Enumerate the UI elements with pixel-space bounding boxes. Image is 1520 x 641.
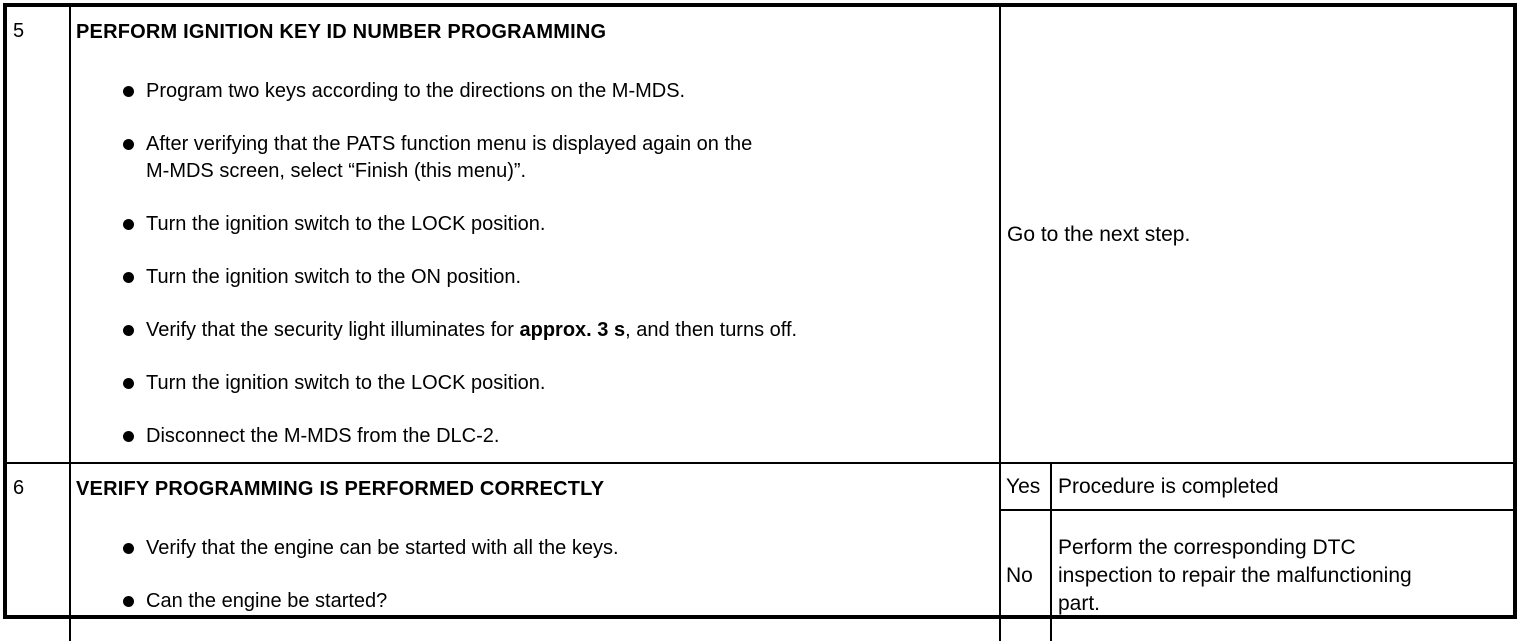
result-row-yes: Yes Procedure is completed [1001,464,1513,511]
action-title: PERFORM IGNITION KEY ID NUMBER PROGRAMMI… [76,21,607,43]
list-item: Disconnect the M-MDS from the DLC-2. [76,423,987,450]
list-item: After verifying that the PATS function m… [76,131,987,185]
bullet-icon [123,378,134,389]
troubleshooting-table: 5 PERFORM IGNITION KEY ID NUMBER PROGRAM… [3,3,1517,641]
step-number-cell: 5 [7,7,71,462]
result-cell: Go to the next step. [1001,7,1513,462]
list-item: Verify that the security light illuminat… [76,317,987,344]
bullet-icon [123,596,134,607]
bullet-text: Turn the ignition switch to the LOCK pos… [146,213,546,235]
list-item: Turn the ignition switch to the LOCK pos… [76,370,987,397]
bullet-text-post: , and then turns off. [625,319,798,341]
bullet-text: Can the engine be started? [146,590,388,612]
yes-flag-cell: Yes [1001,464,1052,509]
action-cell: PERFORM IGNITION KEY ID NUMBER PROGRAMMI… [71,7,1001,462]
action-title: VERIFY PROGRAMMING IS PERFORMED CORRECTL… [76,478,605,500]
bullet-text-bold: approx. 3 s [519,319,626,341]
step-number: 6 [13,477,25,499]
action-cell: VERIFY PROGRAMMING IS PERFORMED CORRECTL… [71,464,1001,641]
table-row-step-5: 5 PERFORM IGNITION KEY ID NUMBER PROGRAM… [7,7,1513,462]
step-number: 5 [13,20,25,42]
result-text: Go to the next step. [1007,222,1191,246]
action-bullet-list: Program two keys according to the direct… [76,78,987,450]
action-bullet-list: Verify that the engine can be started wi… [76,535,987,615]
bullet-text: Turn the ignition switch to the ON posit… [146,266,521,288]
no-flag-cell: No [1001,511,1052,641]
bullet-text: Program two keys according to the direct… [146,80,686,102]
bullet-text: After verifying that the PATS function m… [146,133,753,182]
bullet-icon [123,543,134,554]
bullet-icon [123,272,134,283]
document-page: 5 PERFORM IGNITION KEY ID NUMBER PROGRAM… [3,3,1517,641]
result-row-no: No Perform the corresponding DTC inspect… [1001,511,1513,641]
bullet-icon [123,431,134,442]
bullet-icon [123,86,134,97]
no-result-text: Perform the corresponding DTC inspection… [1058,536,1412,615]
yes-result-text: Procedure is completed [1058,474,1279,498]
list-item: Program two keys according to the direct… [76,78,987,105]
list-item: Turn the ignition switch to the ON posit… [76,264,987,291]
step-number-cell: 6 [7,464,71,641]
list-item: Verify that the engine can be started wi… [76,535,987,562]
list-item: Can the engine be started? [76,588,987,615]
bullet-text-pre: Verify that the security light illuminat… [146,319,520,341]
list-item: Turn the ignition switch to the LOCK pos… [76,211,987,238]
bullet-icon [123,219,134,230]
bullet-text: Turn the ignition switch to the LOCK pos… [146,372,546,394]
bullet-text: Disconnect the M-MDS from the DLC-2. [146,425,500,447]
result-cell: Yes Procedure is completed No Perform th… [1001,464,1513,641]
bullet-icon [123,325,134,336]
no-flag: No [1006,564,1033,587]
bullet-text: Verify that the engine can be started wi… [146,537,619,559]
yes-flag: Yes [1006,474,1041,498]
table-row-step-6: 6 VERIFY PROGRAMMING IS PERFORMED CORREC… [7,462,1513,641]
bullet-icon [123,139,134,150]
